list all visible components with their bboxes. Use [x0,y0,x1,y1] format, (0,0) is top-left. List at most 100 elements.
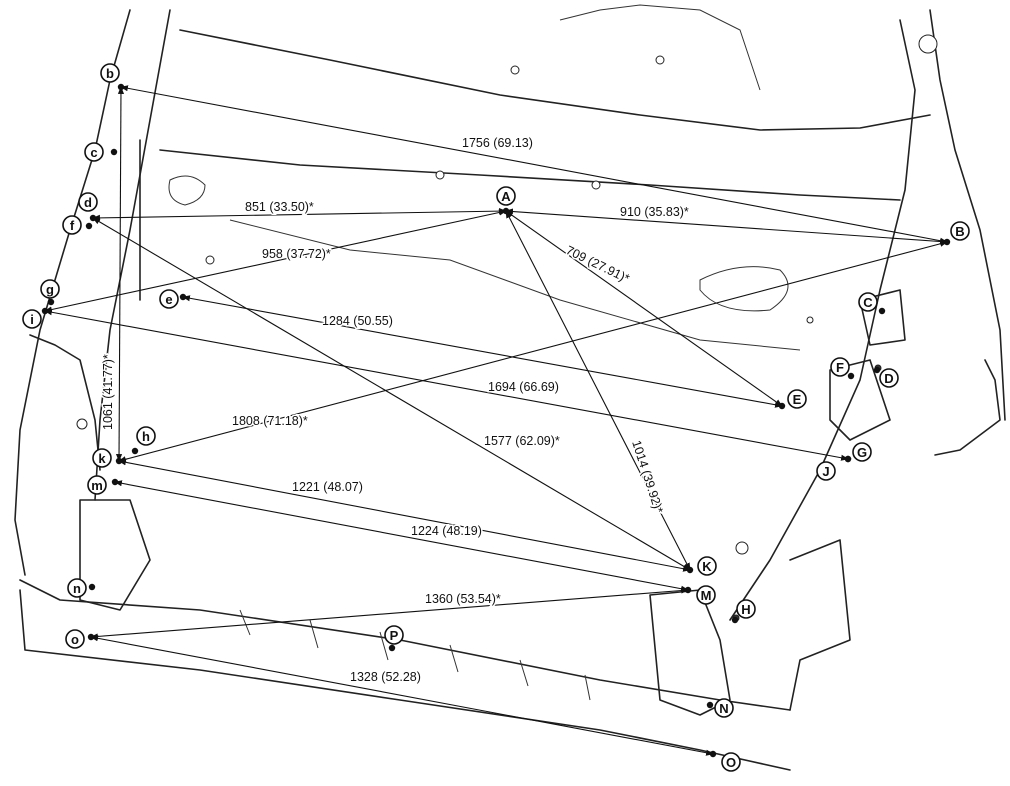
point-label-c: c [90,145,97,160]
point-label-H: H [741,602,750,617]
point-A: A [496,186,516,215]
point-h: h [131,426,156,455]
point-o: o [65,629,95,649]
right-side-member-outer [929,9,1006,421]
point-dot-i [41,307,49,315]
point-H: H [731,599,756,624]
front-left-bracket [79,499,151,611]
point-label-circle-E [787,389,807,409]
frame-hole [735,541,749,555]
point-dot-c [110,148,118,156]
point-M: M [684,585,716,605]
point-label-k: k [98,451,106,466]
point-O: O [709,750,741,772]
dimension-line-o-M [90,587,689,640]
point-label-b: b [106,66,114,81]
point-label-circle-H [736,599,756,619]
point-P: P [384,625,404,652]
frame-hole [591,180,601,190]
point-dot-A [502,207,510,215]
dimension-label-A-K: 1014 (39.92)* [629,439,666,515]
point-label-G: G [857,445,867,460]
point-dot-f [85,222,93,230]
point-label-E: E [793,392,802,407]
point-n: n [67,578,96,598]
right-side-member-inner [729,19,916,621]
point-label-circle-k [92,448,112,468]
point-c: c [84,142,118,162]
dimension-line-k-B [118,240,948,463]
point-label-circle-g [40,279,60,299]
point-label-circle-C [858,292,878,312]
dimension-line-e-E [182,295,783,408]
dimension-lines: 1756 (69.13)851 (33.50)*910 (35.83)*958 … [44,85,948,756]
point-label-circle-G [852,442,872,462]
point-label-circle-b [100,63,120,83]
point-label-g: g [46,282,54,297]
point-J: J [816,455,852,481]
dimension-label-b-k: 1061 (41.77)* [101,354,115,430]
point-label-circle-B [950,221,970,241]
frame-hole [806,316,814,324]
point-label-o: o [71,632,79,647]
point-K: K [686,556,717,576]
spare-well [168,175,206,206]
frame-hole [918,34,938,54]
floor-panel-line [229,219,801,351]
point-dot-D [873,366,881,374]
dimension-label-o-O: 1328 (52.28) [350,670,421,684]
point-label-circle-D [879,368,899,388]
point-dot-C [878,307,886,315]
dimension-line-A-B [505,208,948,245]
point-dot-n [88,583,96,591]
dimension-label-A-E: 709 (27.91)* [564,243,632,286]
point-label-P: P [390,628,399,643]
point-label-K: K [702,559,712,574]
point-dot-h [131,447,139,455]
dimension-label-d-K: 1577 (62.09)* [484,434,560,448]
rear-cross-member [179,29,931,131]
point-label-circle-m [87,475,107,495]
dimension-label-b-B: 1756 (69.13) [462,136,533,150]
point-label-C: C [863,295,873,310]
point-label-M: M [701,588,712,603]
point-E: E [778,389,807,410]
point-dot-b [117,83,125,91]
dimension-line-b-B [120,85,948,244]
point-label-O: O [726,755,736,770]
point-label-B: B [955,224,964,239]
dimension-label-i-J: 1694 (66.69) [488,380,559,394]
point-F: F [830,357,855,380]
dimension-label-o-M: 1360 (53.54)* [425,592,501,606]
point-label-F: F [836,360,844,375]
point-C: C [858,292,886,315]
frame-hole [435,170,445,180]
point-i: i [22,307,49,329]
point-f: f [62,215,93,235]
point-dot-P [388,644,396,652]
front-right-mount [789,539,851,711]
point-dot-J [844,455,852,463]
point-label-n: n [73,581,81,596]
point-N: N [706,698,734,718]
frame-hole [655,55,665,65]
point-label-circle-i [22,309,42,329]
dimension-label-k-K: 1221 (48.07) [292,480,363,494]
point-dot-k [115,457,123,465]
point-label-f: f [70,218,75,233]
rear-panel-top [559,4,761,91]
point-label-circle-h [136,426,156,446]
dimension-label-k-B: 1808 (71.18)* [232,414,308,428]
point-dot-o [87,633,95,641]
left-side-member-outer [14,9,131,576]
point-label-N: N [719,701,728,716]
front-right-bracket [649,589,731,716]
point-label-circle-o [65,629,85,649]
point-label-circle-J [816,461,836,481]
point-dot-m [111,478,119,486]
point-dot-K [686,566,694,574]
dimension-label-A-B: 910 (35.83)* [620,205,689,219]
point-label-circle-F [830,357,850,377]
